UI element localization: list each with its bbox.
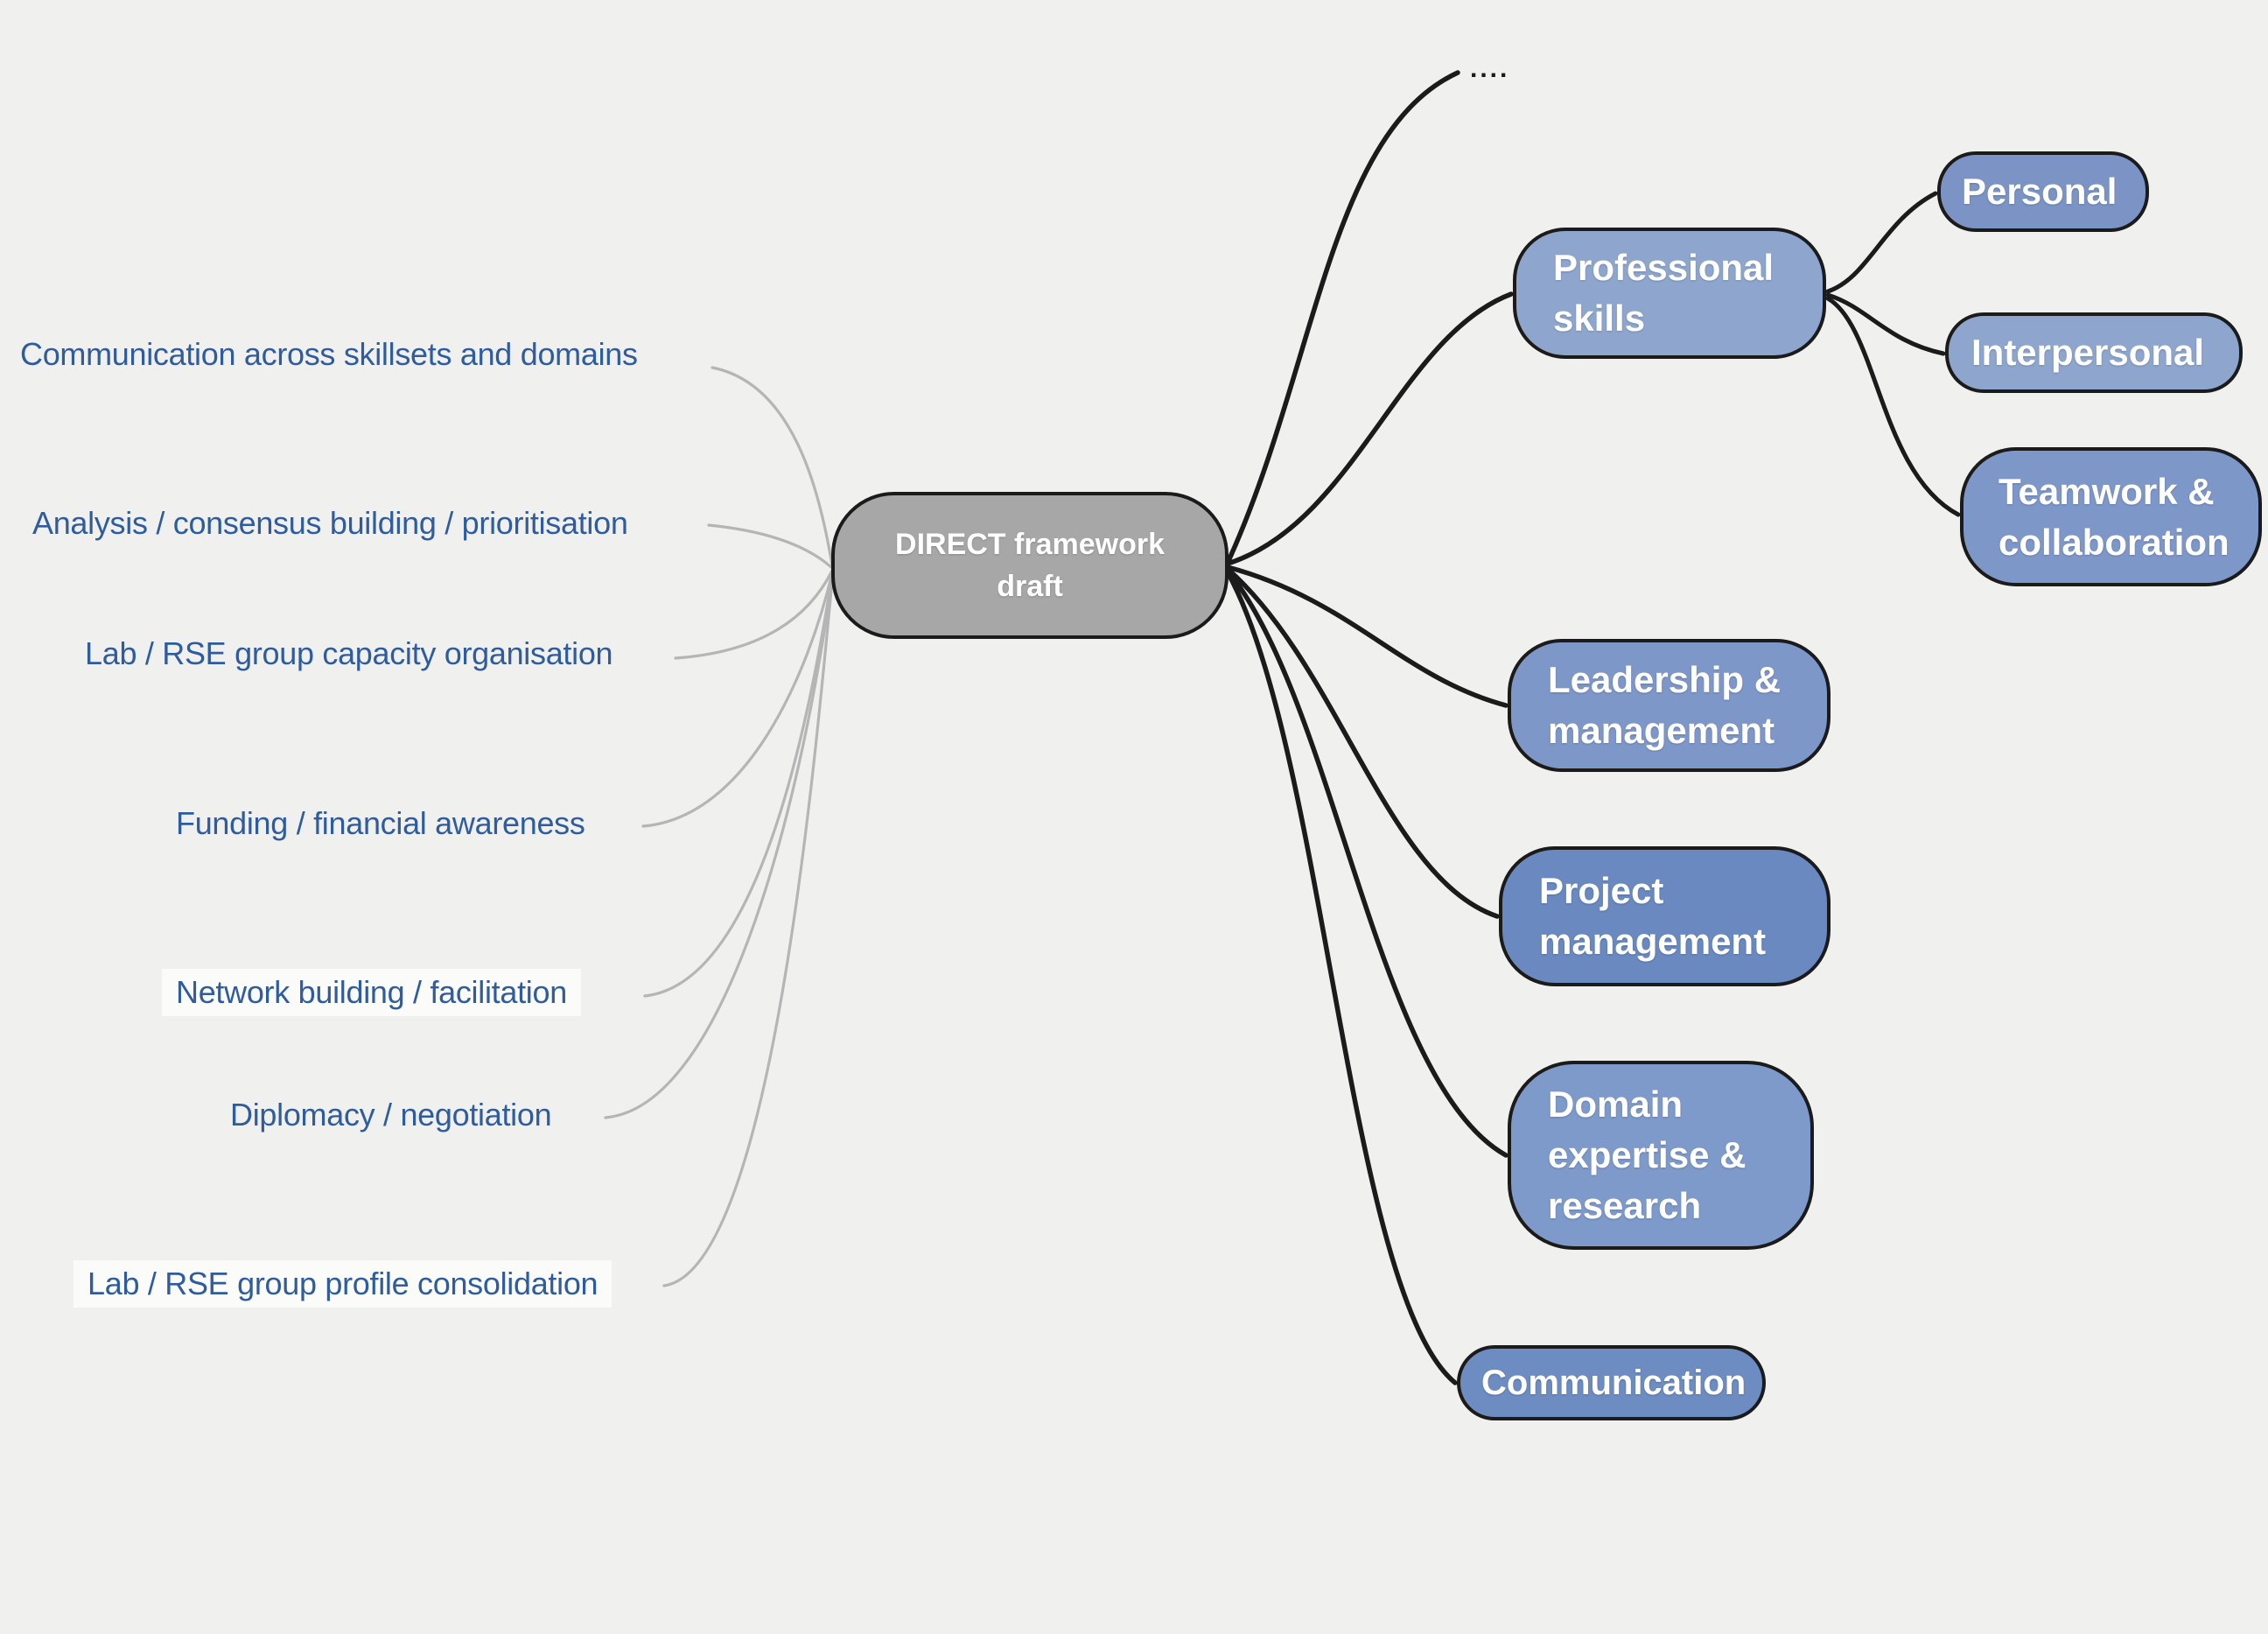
node-project-management[interactable]: Project management xyxy=(1499,846,1830,986)
node-teamwork-collaboration[interactable]: Teamwork & collaboration xyxy=(1960,447,2262,586)
node-personal[interactable]: Personal xyxy=(1937,151,2149,232)
child-edges xyxy=(1825,191,1961,517)
edge-domain xyxy=(1225,568,1508,1158)
edge-teamwork xyxy=(1825,296,1961,517)
node-label: Project management xyxy=(1539,870,1767,962)
edge-project xyxy=(1225,566,1500,919)
node-label: Personal xyxy=(1962,171,2118,212)
node-communication[interactable]: Communication xyxy=(1457,1345,1766,1420)
node-label: Interpersonal xyxy=(1971,332,2205,373)
edge-communication xyxy=(1225,570,1458,1385)
node-professional-skills[interactable]: Professional skills xyxy=(1513,228,1826,359)
right-edges xyxy=(1225,70,1514,1385)
left-item-lab-rse-profile-consolidation[interactable]: Lab / RSE group profile consolidation xyxy=(74,1260,612,1308)
node-leadership-management[interactable]: Leadership & management xyxy=(1508,639,1830,772)
edge-left-2 xyxy=(707,523,834,570)
edge-left-6 xyxy=(604,576,834,1119)
node-interpersonal[interactable]: Interpersonal xyxy=(1945,312,2243,393)
edge-left-1 xyxy=(710,366,834,567)
left-item-communication-across-skillsets[interactable]: Communication across skillsets and domai… xyxy=(20,336,638,372)
collapsed-node-indicator[interactable]: .... xyxy=(1470,54,1510,83)
node-label: Communication xyxy=(1481,1364,1746,1402)
node-label: Domain expertise & research xyxy=(1548,1083,1746,1226)
left-item-lab-rse-capacity-organisation[interactable]: Lab / RSE group capacity organisation xyxy=(85,635,613,671)
left-item-network-building-facilitation[interactable]: Network building / facilitation xyxy=(162,969,581,1016)
left-item-analysis-consensus-prioritisation[interactable]: Analysis / consensus building / prioriti… xyxy=(32,505,628,541)
root-node[interactable]: DIRECT framework draft xyxy=(831,492,1228,639)
root-node-label: DIRECT framework draft xyxy=(895,528,1165,603)
edge-leadership xyxy=(1225,565,1508,708)
left-item-funding-financial-awareness[interactable]: Funding / financial awareness xyxy=(176,805,585,841)
node-label: Teamwork & collaboration xyxy=(1998,470,2230,563)
edge-left-3 xyxy=(674,569,834,660)
edge-left-5 xyxy=(643,574,834,998)
node-label: Leadership & management xyxy=(1548,659,1782,751)
edge-interpersonal xyxy=(1825,292,1946,356)
node-domain-expertise-research[interactable]: Domain expertise & research xyxy=(1508,1061,1814,1250)
node-label: Professional skills xyxy=(1553,247,1774,339)
left-item-diplomacy-negotiation[interactable]: Diplomacy / negotiation xyxy=(230,1097,552,1133)
edge-professional-skills xyxy=(1225,291,1514,566)
edge-left-4 xyxy=(641,572,834,828)
edge-left-7 xyxy=(662,579,834,1287)
left-edges xyxy=(604,366,834,1287)
edge-collapsed xyxy=(1225,70,1460,565)
edge-personal xyxy=(1825,191,1938,294)
